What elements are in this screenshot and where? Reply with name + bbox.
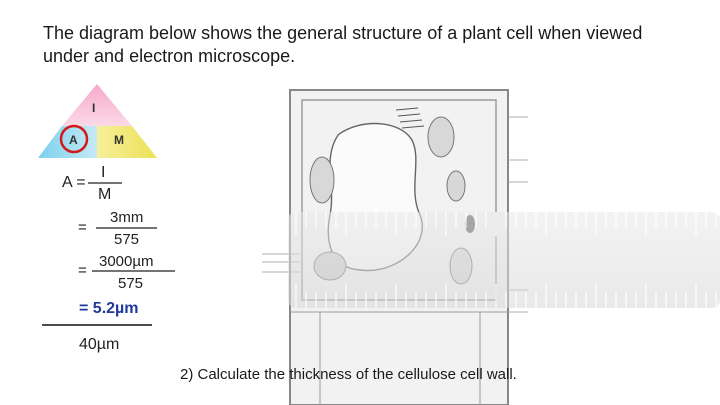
triangle-top-section bbox=[62, 84, 132, 126]
chloroplast bbox=[310, 157, 334, 203]
triangle-right-section bbox=[97, 126, 157, 158]
fraction-2-numerator: 3mm bbox=[110, 209, 143, 226]
question-text: 2) Calculate the thickness of the cellul… bbox=[180, 366, 517, 383]
chloroplast bbox=[428, 117, 454, 157]
final-answer: 40µm bbox=[79, 336, 119, 354]
ruler-overlay bbox=[288, 212, 720, 308]
equals-sign-3: = bbox=[78, 262, 87, 279]
formula-triangle bbox=[38, 84, 157, 158]
chloroplast bbox=[447, 171, 465, 201]
fraction-2-denominator: 575 bbox=[114, 231, 139, 248]
triangle-left-section bbox=[38, 126, 97, 158]
triangle-label-magnification: M bbox=[114, 133, 124, 147]
triangle-label-image: I bbox=[92, 101, 95, 115]
triangle-label-actual: A bbox=[69, 133, 78, 147]
fraction-1-denominator: M bbox=[98, 186, 111, 204]
fraction-3-numerator: 3000µm bbox=[99, 253, 154, 270]
calculation-result: = 5.2µm bbox=[79, 300, 138, 318]
equation-lhs: A = bbox=[62, 174, 86, 192]
equals-sign-2: = bbox=[78, 219, 87, 236]
fraction-3-denominator: 575 bbox=[118, 275, 143, 292]
fraction-1-numerator: I bbox=[101, 164, 105, 182]
